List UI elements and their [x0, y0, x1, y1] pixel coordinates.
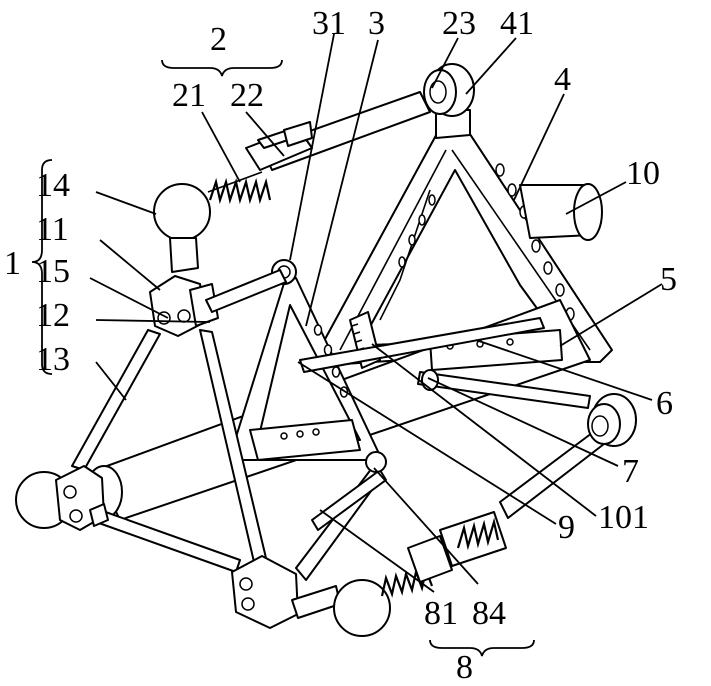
- label-13: 13: [36, 341, 70, 378]
- label-21: 21: [172, 77, 206, 114]
- top-bearing-bracket: [424, 64, 474, 138]
- label-1: 1: [4, 245, 21, 282]
- label-22: 22: [230, 77, 264, 114]
- label-3: 3: [368, 5, 385, 42]
- label-15: 15: [36, 253, 70, 290]
- label-8: 8: [456, 649, 473, 686]
- label-10: 10: [626, 155, 660, 192]
- motor-cylinder: [520, 184, 602, 240]
- label-84: 84: [472, 595, 506, 632]
- label-7: 7: [622, 453, 639, 490]
- label-4: 4: [554, 61, 571, 98]
- label-2: 2: [210, 21, 227, 58]
- label-6: 6: [656, 385, 673, 422]
- label-5: 5: [660, 261, 677, 298]
- label-31: 31: [312, 5, 346, 42]
- label-101: 101: [598, 499, 649, 536]
- label-9: 9: [558, 509, 575, 546]
- label-14: 14: [36, 167, 70, 204]
- lower-left-joint: [16, 466, 104, 530]
- label-23: 23: [442, 5, 476, 42]
- label-11: 11: [36, 211, 69, 248]
- label-12: 12: [36, 297, 70, 334]
- label-81: 81: [424, 595, 458, 632]
- label-41: 41: [500, 5, 534, 42]
